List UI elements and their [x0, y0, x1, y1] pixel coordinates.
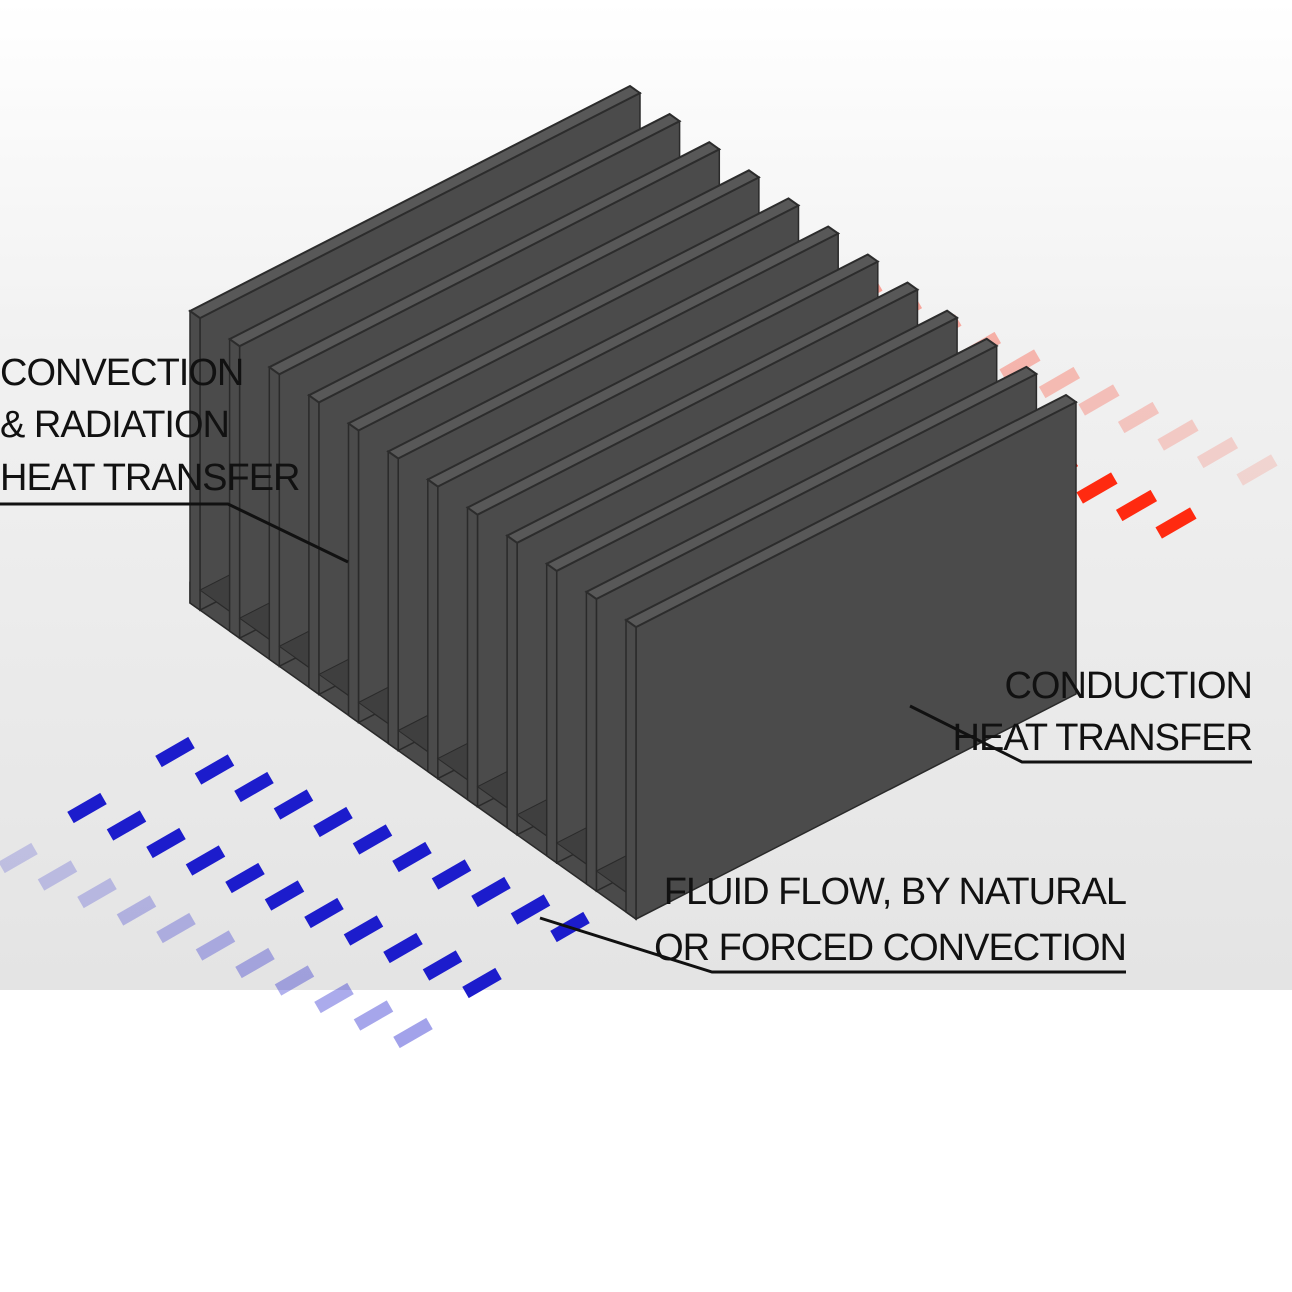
fin-front-edge: [545, 562, 558, 865]
fluid-flow-leader-line: [539, 916, 1126, 974]
fin-top-edge: [425, 253, 880, 488]
fin-top-edge: [386, 225, 841, 460]
hot-flow-dash: [999, 349, 1041, 381]
hot-flow-dash: [1157, 419, 1199, 451]
cold-flow-dash: [37, 860, 78, 891]
cold-flow-dash: [156, 912, 196, 944]
fin-front-edge: [466, 506, 479, 809]
label-line: & RADIATION: [0, 404, 229, 446]
label-line: OR FORCED CONVECTION: [654, 927, 1126, 969]
cold-flow-dash: [393, 1017, 433, 1049]
cold-flow-dash: [225, 862, 265, 894]
cold-flow-dash: [383, 932, 423, 964]
cold-flow-dash: [471, 876, 511, 908]
fin-front-edge: [585, 590, 598, 893]
label-line: CONVECTION: [0, 352, 243, 394]
label-line: HEAT TRANSFER: [0, 457, 300, 499]
hot-flow-dash: [1236, 454, 1278, 486]
hot-flow-dash: [1117, 401, 1160, 434]
fin-front-edge: [347, 421, 360, 724]
cold-flow-dash: [273, 789, 314, 820]
cold-flow-dash: [353, 1000, 394, 1031]
cold-flow-dash: [343, 915, 384, 946]
cold-flow-dash: [510, 894, 551, 925]
cold-flow-dash: [0, 842, 38, 874]
fin-top-edge: [188, 84, 642, 320]
cold-flow-dash: [116, 895, 157, 926]
cold-flow-dash: [304, 897, 344, 929]
hot-flow-dash: [1196, 436, 1239, 469]
fin-top-edge: [346, 197, 801, 432]
cold-flow-dash: [194, 754, 235, 785]
cold-flow-dash: [106, 810, 147, 841]
conduction-leader-line: [909, 704, 1252, 764]
convection-radiation-label: CONVECTION & RADIATION HEAT TRANSFER: [0, 352, 301, 499]
fin-top-edge: [267, 141, 722, 376]
fin-top-edge: [227, 112, 682, 348]
hot-flow-dash: [1076, 472, 1118, 504]
cold-flow-dash: [234, 771, 274, 803]
cold-flow-dash: [274, 965, 315, 996]
cold-flow-dash: [264, 880, 305, 911]
fin-front-edge: [387, 450, 399, 752]
fin-top-edge: [544, 337, 999, 573]
fin-top-edge: [306, 169, 761, 404]
cold-flow-dash: [314, 982, 354, 1014]
cold-flow-dash: [155, 736, 195, 768]
label-line: FLUID FLOW, BY NATURAL: [664, 871, 1126, 913]
cold-flow-dash: [352, 824, 393, 855]
cold-flow-dash: [77, 877, 117, 909]
cold-flow-dash: [431, 859, 472, 890]
cold-flow-dash: [392, 841, 432, 873]
cold-flow-dash: [462, 967, 502, 999]
fin-front-edge: [625, 618, 637, 921]
cold-flow-dash: [185, 845, 226, 876]
heat-sink: [188, 84, 1078, 921]
fin-top-edge: [505, 309, 960, 544]
fin-front-edge: [427, 478, 439, 781]
label-line: HEAT TRANSFER: [953, 717, 1253, 759]
fin-front-edge: [506, 534, 518, 837]
cold-flow-dash: [195, 930, 236, 961]
cold-flow-dash: [146, 827, 186, 859]
fluid-flow-label: FLUID FLOW, BY NATURAL OR FORCED CONVECT…: [654, 871, 1127, 969]
convection-leader-line: [0, 502, 349, 564]
cold-flow-dash: [67, 792, 107, 824]
hot-flow-dash: [1115, 489, 1158, 522]
cold-flow-dash: [422, 950, 463, 981]
cold-flow-dash: [235, 947, 275, 979]
fin-top-edge: [624, 393, 1078, 629]
hot-flow-dash: [1078, 384, 1120, 416]
fin-top-edge: [465, 281, 920, 516]
cold-flow-dash: [313, 806, 353, 838]
hot-flow-dash: [1155, 507, 1197, 539]
hot-flow-dash: [1038, 366, 1081, 399]
fin-front-edge: [268, 365, 281, 668]
conduction-label: CONDUCTION HEAT TRANSFER: [953, 665, 1254, 759]
fin-top-edge: [584, 365, 1039, 601]
cold-air-flow: [0, 736, 590, 1049]
label-line: CONDUCTION: [1004, 665, 1252, 707]
